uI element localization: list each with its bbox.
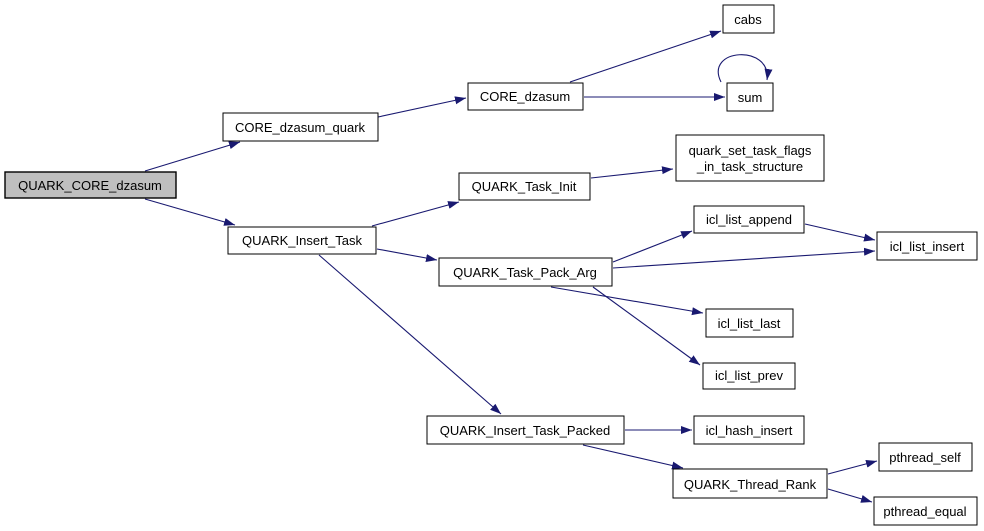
- edge-QUARK_Task_Pack_Arg-to-icl_list_last: [550, 286, 704, 316]
- edge-QUARK_Insert_Task_Packed-to-QUARK_Thread_Rank: [582, 444, 684, 470]
- node-label: cabs: [734, 12, 762, 27]
- node-icl_list_prev[interactable]: icl_list_prev: [702, 362, 796, 390]
- node-box: [672, 468, 828, 499]
- node-box: [675, 134, 825, 182]
- node-label: QUARK_Insert_Task_Packed: [440, 423, 611, 438]
- node-box: [426, 415, 625, 445]
- node-label: icl_list_append: [706, 212, 792, 227]
- node-QUARK_Insert_Task[interactable]: QUARK_Insert_Task: [227, 226, 377, 255]
- node-icl_list_last[interactable]: icl_list_last: [705, 308, 794, 338]
- node-QUARK_CORE_dzasum[interactable]: QUARK_CORE_dzasum: [4, 171, 177, 199]
- edge-QUARK_Insert_Task-to-QUARK_Insert_Task_Packed: [318, 254, 502, 415]
- edge-QUARK_Task_Pack_Arg-to-icl_list_append: [612, 230, 693, 263]
- node-label: icl_list_last: [718, 316, 781, 331]
- node-pthread_equal[interactable]: pthread_equal: [873, 496, 978, 526]
- node-cabs[interactable]: cabs: [722, 4, 775, 34]
- node-label: pthread_self: [889, 450, 961, 465]
- node-icl_list_insert[interactable]: icl_list_insert: [876, 231, 978, 261]
- edge-QUARK_Insert_Task-to-QUARK_Task_Pack_Arg: [376, 248, 438, 262]
- node-pthread_self[interactable]: pthread_self: [878, 442, 973, 472]
- node-box: [227, 226, 377, 255]
- edge-QUARK_Thread_Rank-to-pthread_equal: [827, 488, 873, 503]
- edge-QUARK_CORE_dzasum-to-CORE_dzasum_quark: [144, 141, 241, 172]
- node-label: sum: [738, 90, 763, 105]
- node-box: [722, 4, 775, 34]
- node-label: QUARK_Task_Pack_Arg: [453, 265, 597, 280]
- node-sum[interactable]: sum: [726, 82, 774, 112]
- node-box: [873, 496, 978, 526]
- node-label: QUARK_Task_Init: [472, 179, 577, 194]
- node-label: QUARK_Insert_Task: [242, 233, 362, 248]
- node-quark_set_task_flags_in_task_structure[interactable]: quark_set_task_flags _in_task_structure: [675, 134, 825, 182]
- edge-CORE_dzasum_quark-to-CORE_dzasum: [377, 96, 467, 118]
- node-box: [693, 205, 805, 234]
- node-label: icl_hash_insert: [706, 423, 793, 438]
- node-label: CORE_dzasum_quark: [235, 120, 366, 135]
- node-box: [876, 231, 978, 261]
- edge-QUARK_Thread_Rank-to-pthread_self: [827, 459, 878, 475]
- edge-sum-to-sum-self-loop: [717, 54, 773, 83]
- node-label: CORE_dzasum: [480, 89, 570, 104]
- node-CORE_dzasum[interactable]: CORE_dzasum: [467, 82, 584, 111]
- node-box: [458, 172, 591, 201]
- node-label-line1: quark_set_task_flags: [689, 143, 812, 158]
- node-icl_hash_insert[interactable]: icl_hash_insert: [693, 415, 805, 445]
- nodes: QUARK_CORE_dzasum CORE_dzasum_quark CORE…: [4, 4, 978, 526]
- node-box: [4, 171, 177, 199]
- node-label: icl_list_insert: [890, 239, 965, 254]
- node-icl_list_append[interactable]: icl_list_append: [693, 205, 805, 234]
- edge-QUARK_Task_Pack_Arg-to-icl_list_prev: [592, 286, 701, 366]
- edge-CORE_dzasum-to-cabs: [569, 30, 722, 83]
- node-box: [878, 442, 973, 472]
- edge-QUARK_Task_Pack_Arg-to-icl_list_insert: [612, 247, 876, 269]
- node-box: [705, 308, 794, 338]
- node-label: pthread_equal: [883, 504, 966, 519]
- node-label: QUARK_CORE_dzasum: [18, 178, 162, 193]
- edge-QUARK_Insert_Task-to-QUARK_Task_Init: [371, 201, 460, 227]
- node-label: icl_list_prev: [715, 368, 783, 383]
- node-label-line2: _in_task_structure: [696, 159, 803, 174]
- node-QUARK_Thread_Rank[interactable]: QUARK_Thread_Rank: [672, 468, 828, 499]
- node-box: [222, 112, 379, 142]
- node-CORE_dzasum_quark[interactable]: CORE_dzasum_quark: [222, 112, 379, 142]
- edge-QUARK_Task_Init-to-quark_set_task_flags: [590, 166, 674, 179]
- node-label: QUARK_Thread_Rank: [684, 477, 817, 492]
- node-box: [467, 82, 584, 111]
- edge-QUARK_CORE_dzasum-to-QUARK_Insert_Task: [144, 198, 236, 226]
- edge-icl_list_append-to-icl_list_insert: [804, 223, 876, 242]
- node-box: [726, 82, 774, 112]
- node-box: [693, 415, 805, 445]
- node-QUARK_Insert_Task_Packed[interactable]: QUARK_Insert_Task_Packed: [426, 415, 625, 445]
- edges: [144, 30, 878, 503]
- node-QUARK_Task_Init[interactable]: QUARK_Task_Init: [458, 172, 591, 201]
- node-box: [702, 362, 796, 390]
- node-box: [438, 257, 613, 287]
- node-QUARK_Task_Pack_Arg[interactable]: QUARK_Task_Pack_Arg: [438, 257, 613, 287]
